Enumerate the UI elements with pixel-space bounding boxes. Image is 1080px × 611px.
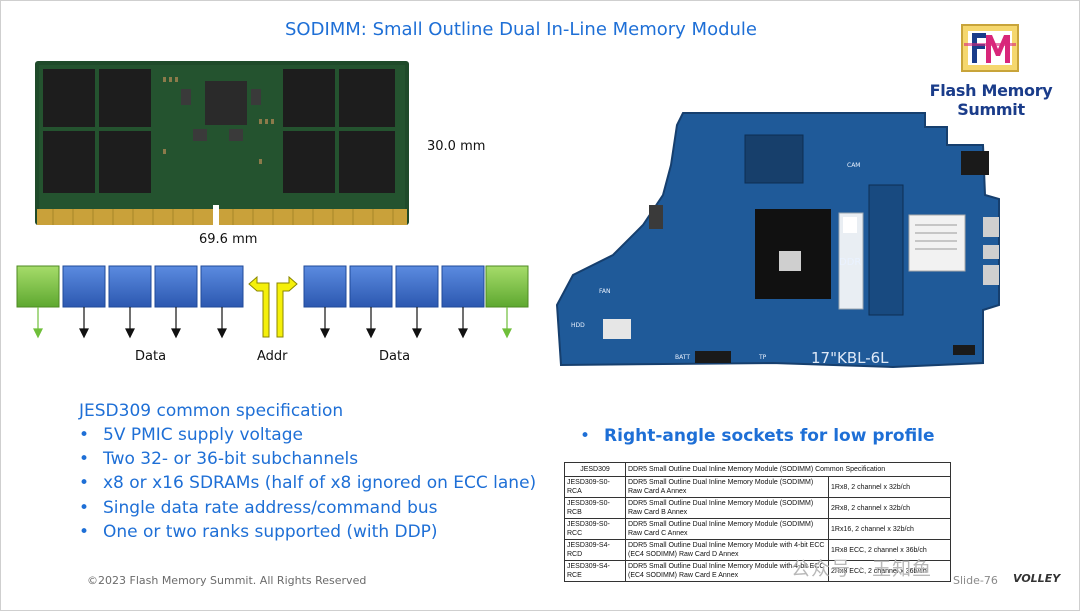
board-fan-label: FAN bbox=[599, 288, 611, 295]
table-cell: DDR5 Small Outline Dual Inline Memory Mo… bbox=[625, 518, 829, 540]
logo-text: Flash Memory Summit bbox=[929, 81, 1053, 119]
dram-chip bbox=[349, 265, 393, 308]
data-label-right: Data bbox=[379, 349, 410, 364]
copyright-footer: ©2023 Flash Memory Summit. All Rights Re… bbox=[87, 574, 367, 587]
spec-item-text: x8 or x16 SDRAMs (half of x8 ignored on … bbox=[103, 473, 537, 494]
dram-chip bbox=[108, 265, 152, 308]
data-line-arrows bbox=[79, 307, 468, 339]
module-height-label: 30.0 mm bbox=[427, 139, 486, 154]
spec-item: • 5V PMIC supply voltage bbox=[79, 423, 536, 447]
table-cell: JESD309-S0-RCC bbox=[564, 518, 626, 540]
motherboard-image: DDR 17"KBL-6L FAN BATT HDD TP CAM bbox=[555, 112, 1000, 369]
spec-section: JESD309 common specification • 5V PMIC su… bbox=[79, 401, 536, 544]
bullet: • bbox=[580, 426, 591, 446]
ecc-chip-left bbox=[16, 265, 60, 308]
bullet: • bbox=[79, 521, 90, 542]
addr-label: Addr bbox=[257, 349, 288, 364]
slide-title: SODIMM: Small Outline Dual In-Line Memor… bbox=[284, 19, 757, 40]
table-cell: 2Rx8 ECC, 2 channel x 36b/ch bbox=[828, 560, 951, 582]
board-tp-label: TP bbox=[758, 354, 767, 361]
table-header-cell: JESD309 bbox=[564, 462, 626, 477]
ecc-line-arrows bbox=[33, 307, 512, 339]
dram-chip bbox=[441, 265, 485, 308]
dram-chip bbox=[200, 265, 244, 308]
watermark-text: 公众号 · 王知鱼 bbox=[791, 558, 933, 580]
board-ddr-label: DDR bbox=[839, 257, 861, 268]
spec-heading: JESD309 common specification bbox=[79, 401, 344, 421]
bullet: • bbox=[79, 449, 90, 470]
jesd309-table: JESD309 DDR5 Small Outline Dual Inline M… bbox=[564, 462, 951, 582]
board-model-label: 17"KBL-6L bbox=[811, 349, 889, 367]
sodimm-module-image bbox=[35, 61, 409, 227]
table-cell: 1Rx16, 2 channel x 32b/ch bbox=[828, 518, 951, 540]
bullet: • bbox=[79, 473, 90, 494]
table-row: JESD309-S0-RCC DDR5 Small Outline Dual I… bbox=[564, 518, 951, 540]
spec-item-text: 5V PMIC supply voltage bbox=[103, 425, 303, 445]
spec-item-text: One or two ranks supported (with DDP) bbox=[103, 521, 438, 542]
spec-item: • x8 or x16 SDRAMs (half of x8 ignored on… bbox=[79, 471, 536, 495]
bullet: • bbox=[79, 425, 90, 445]
table-header-row: JESD309 DDR5 Small Outline Dual Inline M… bbox=[564, 462, 951, 477]
module-width-label: 69.6 mm bbox=[199, 232, 258, 247]
slide-number: Slide-76 bbox=[953, 574, 998, 587]
table-cell: JESD309-S4-RCE bbox=[564, 560, 626, 582]
table-row: JESD309-S0-RCA DDR5 Small Outline Dual I… bbox=[564, 476, 951, 498]
table-cell: DDR5 Small Outline Dual Inline Memory Mo… bbox=[625, 560, 829, 582]
table-row: JESD309-S4-RCE DDR5 Small Outline Dual I… bbox=[564, 560, 951, 582]
sockets-bullet: • Right-angle sockets for low profile bbox=[580, 426, 935, 446]
table-row: JESD309-S0-RCB DDR5 Small Outline Dual I… bbox=[564, 497, 951, 519]
volley-logo: VOLLEY bbox=[1013, 572, 1061, 585]
board-cam-label: CAM bbox=[847, 162, 860, 169]
board-hdd-label: HDD bbox=[571, 322, 585, 329]
dram-chip bbox=[303, 265, 347, 308]
flash-memory-summit-logo: Flash Memory Summit bbox=[916, 23, 1066, 119]
sockets-text: Right-angle sockets for low profile bbox=[604, 426, 935, 446]
spec-list: • 5V PMIC supply voltage • Two 32- or 36-b… bbox=[79, 423, 536, 544]
table-cell: JESD309-S4-RCD bbox=[564, 539, 626, 561]
table-cell: DDR5 Small Outline Dual Inline Memory Mo… bbox=[625, 497, 829, 519]
spec-item: • Two 32- or 36-bit subchannels bbox=[79, 447, 536, 471]
fms-emblem-icon bbox=[961, 24, 1019, 72]
table-cell: 2Rx8, 2 channel x 32b/ch bbox=[828, 497, 951, 519]
table-cell: JESD309-S0-RCB bbox=[564, 497, 626, 519]
spec-item-text: Single data rate address/command bus bbox=[103, 497, 438, 518]
spec-item-text: Two 32- or 36-bit subchannels bbox=[103, 449, 359, 470]
data-label-left: Data bbox=[135, 349, 166, 364]
addr-arrow-right bbox=[276, 275, 298, 338]
addr-arrow-left bbox=[248, 275, 270, 338]
bullet: • bbox=[79, 497, 90, 518]
dram-chip bbox=[62, 265, 106, 308]
table-cell: DDR5 Small Outline Dual Inline Memory Mo… bbox=[625, 476, 829, 498]
spec-item: • Single data rate address/command bus bbox=[79, 496, 536, 520]
dram-chip bbox=[395, 265, 439, 308]
table-cell: JESD309-S0-RCA bbox=[564, 476, 626, 498]
chip-bus-diagram: Data Addr Data bbox=[16, 265, 529, 364]
table-header-cell: DDR5 Small Outline Dual Inline Memory Mo… bbox=[625, 462, 951, 477]
spec-item: • One or two ranks supported (with DDP) bbox=[79, 520, 536, 544]
dram-chip bbox=[154, 265, 198, 308]
table-cell: 1Rx8, 2 channel x 32b/ch bbox=[828, 476, 951, 498]
board-batt-label: BATT bbox=[675, 354, 690, 361]
ecc-chip-right bbox=[485, 265, 529, 308]
